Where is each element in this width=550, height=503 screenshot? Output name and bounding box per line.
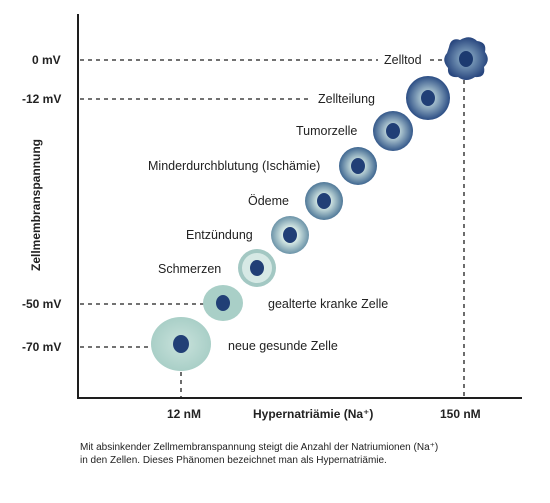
cell-pain [238,249,276,287]
caption-line: Mit absinkender Zellmembranspannung stei… [80,442,439,453]
cell-label: Zellteilung [318,92,375,106]
cell-label: Schmerzen [158,262,222,276]
cell-healthy [151,317,211,371]
cell-inflammation [271,216,309,254]
cell-tumor [373,111,413,151]
x-axis-title: Hypernatriämie (Na⁺) [253,407,374,421]
y-tick-label: 0 mV [32,53,61,67]
cell-label: gealterte kranke Zelle [268,297,389,311]
y-tick-label: -12 mV [22,92,62,106]
cell-label: Entzündung [186,228,253,242]
cell-edema [305,182,343,220]
y-axis-title: Zellmembranspannung [29,138,43,272]
cell-label: Ödeme [248,194,289,208]
guide-lines [80,59,465,398]
y-tick-label: -70 mV [22,340,62,354]
cell-label: Zelltod [384,53,422,67]
cell-label: Minderdurchblutung (Ischämie) [148,159,321,173]
cell-aged [203,285,243,321]
caption-line: in den Zellen. Dieses Phänomen bezeichne… [80,455,387,466]
cell-division [406,76,450,120]
y-tick-label: -50 mV [22,297,62,311]
x-tick-label: 12 nM [167,407,202,421]
x-tick-label: 150 nM [440,407,481,421]
cell-label: Tumorzelle [296,124,358,138]
cell-ischemia [339,147,377,185]
cell-label: neue gesunde Zelle [228,339,338,353]
caption: Mit absinkender Zellmembranspannung stei… [80,441,540,467]
cell-death [444,37,488,80]
